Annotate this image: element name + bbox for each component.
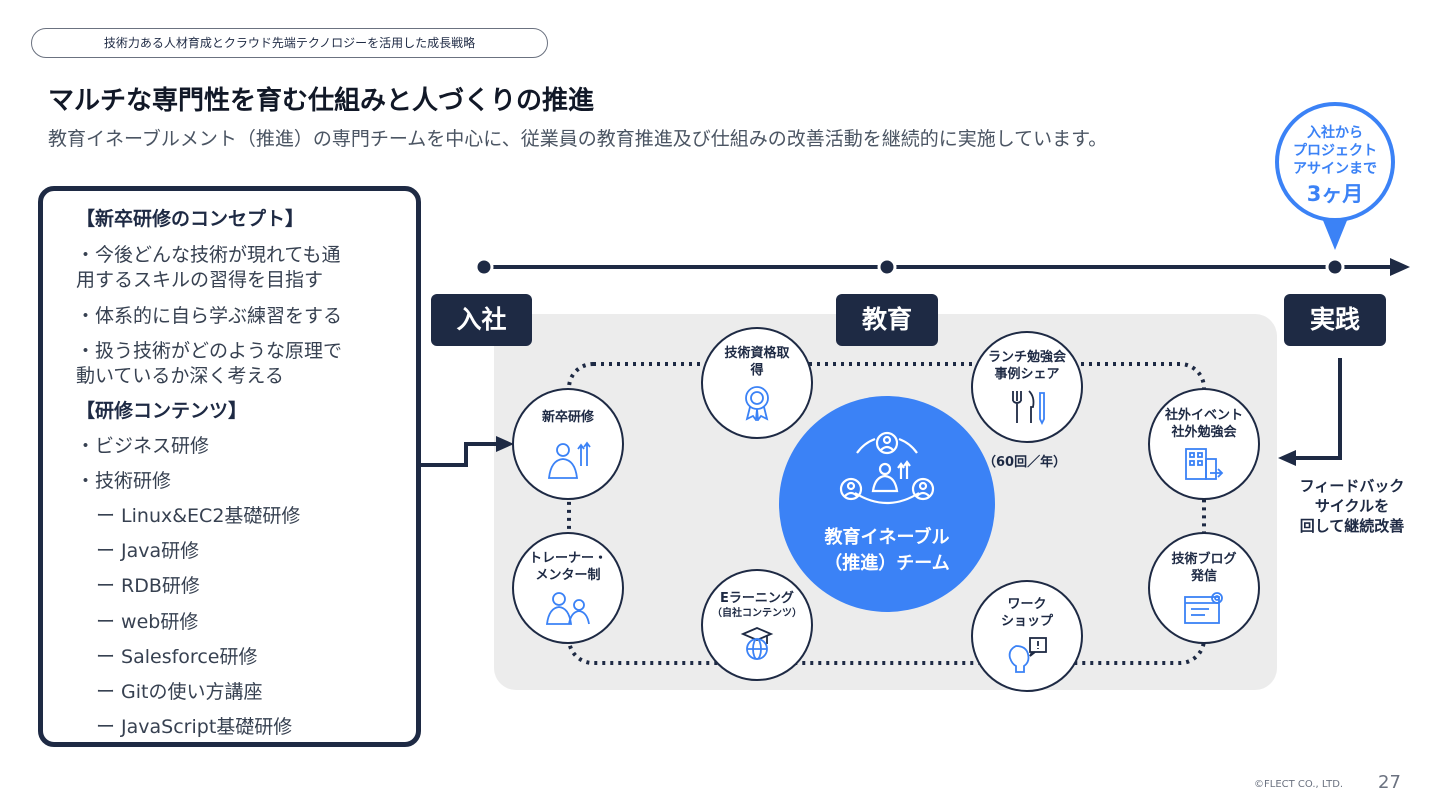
phase-join: 入社 <box>431 294 532 346</box>
timeline-dot-start <box>474 257 494 277</box>
timeline-dot-middle <box>877 257 897 277</box>
concept-item-1-line-2: 用するスキルの習得を目指す <box>76 269 324 291</box>
duration-badge <box>1275 102 1395 250</box>
person-growth-icon <box>547 441 591 479</box>
feedback-arrow-line <box>1292 358 1342 460</box>
concept-item-3-line-1: ・扱う技術がどのような原理で <box>76 340 343 362</box>
badge-line-1: 入社から <box>1307 125 1363 141</box>
node-elearning-line-2: （自社コンテンツ） <box>712 608 802 619</box>
node-lunch-study: ランチ勉強会 事例シェア <box>971 331 1083 443</box>
feedback-caption: フィードバック サイクルを 回して継続改善 <box>1282 476 1422 536</box>
building-icon <box>1185 448 1224 480</box>
graduation-globe-icon <box>740 627 774 660</box>
team-icon <box>839 431 935 504</box>
feedback-arrowhead <box>1278 450 1296 466</box>
timeline-dot-end <box>1325 257 1345 277</box>
tech-item-rdb: ー RDB研修 <box>96 575 200 597</box>
tech-item-javascript: ー JavaScript基礎研修 <box>96 716 293 738</box>
feedback-line-3: 回して継続改善 <box>1299 517 1405 535</box>
page-number: 27 <box>1378 772 1401 793</box>
concept-item-2: ・体系的に自ら学ぶ練習をする <box>76 305 343 327</box>
node-workshop-line-2: ショップ <box>1000 614 1053 629</box>
node-trainer-mentor: トレーナー・ メンター制 <box>512 532 624 644</box>
phase-practice: 実践 <box>1284 294 1386 346</box>
tech-item-java: ー Java研修 <box>96 540 200 562</box>
badge-line-2: プロジェクト <box>1293 143 1377 159</box>
contents-item-business: ・ビジネス研修 <box>76 435 210 457</box>
node-certification: 技術資格取 得 <box>701 327 813 439</box>
enablement-team-circle: 教育イネーブル （推進）チーム <box>779 396 995 612</box>
lunch-frequency: （60回／年） <box>983 455 1067 470</box>
mentor-people-icon <box>545 592 590 625</box>
phase-education: 教育 <box>836 294 938 346</box>
node-tech-blog: 技術ブログ 発信 <box>1148 532 1260 644</box>
node-new-grad-label: 新卒研修 <box>541 409 594 425</box>
training-concept-box: 【新卒研修のコンセプト】 ・今後どんな技術が現れても通 用するスキルの習得を目指… <box>38 186 421 747</box>
certificate-badge-icon <box>745 386 769 421</box>
node-lunch-line-2: 事例シェア <box>994 367 1060 382</box>
node-cert-line-1: 技術資格取 <box>724 346 790 361</box>
node-lunch-line-1: ランチ勉強会 <box>987 350 1066 365</box>
copyright: ©FLECT CO., LTD. <box>1254 779 1344 790</box>
tech-item-git: ー Gitの使い方講座 <box>96 681 263 703</box>
node-trainer-line-1: トレーナー・ <box>528 551 607 566</box>
input-step-arrow <box>421 442 500 467</box>
node-event-line-1: 社外イベント <box>1164 408 1243 423</box>
page-title: マルチな専門性を育む仕組みと人づくりの推進 <box>48 86 595 116</box>
node-blog-line-1: 技術ブログ <box>1171 552 1237 567</box>
contents-item-tech: ・技術研修 <box>76 470 172 492</box>
topic-pill: 技術力ある人材育成とクラウド先端テクノロジーを活用した成長戦略 <box>31 28 548 58</box>
page-subtitle: 教育イネーブルメント（推進）の専門チームを中心に、従業員の教育推進及び仕組みの改… <box>48 128 1108 150</box>
center-line-2: （推進）チーム <box>824 553 950 574</box>
node-workshop: ワーク ショップ <box>971 580 1083 692</box>
center-line-1: 教育イネーブル <box>824 527 950 548</box>
tech-item-salesforce: ー Salesforce研修 <box>96 646 258 668</box>
badge-duration: 3ヶ月 <box>1306 182 1364 206</box>
badge-line-3: アサインまで <box>1293 161 1377 177</box>
concept-item-1-line-1: ・今後どんな技術が現れても通 <box>76 244 341 266</box>
node-cert-line-2: 得 <box>750 363 764 378</box>
node-elearning: Eラーニング （自社コンテンツ） <box>701 569 813 681</box>
contents-heading: 【研修コンテンツ】 <box>76 400 248 422</box>
feedback-line-1: フィードバック <box>1299 477 1405 495</box>
node-trainer-line-2: メンター制 <box>535 568 601 583</box>
node-blog-line-2: 発信 <box>1190 569 1217 584</box>
node-external-event: 社外イベント 社外勉強会 <box>1148 388 1260 500</box>
tech-item-web: ー web研修 <box>96 611 199 633</box>
node-new-grad-training: 新卒研修 <box>512 388 624 500</box>
node-workshop-line-1: ワーク <box>1007 597 1047 612</box>
input-arrowhead <box>496 436 514 452</box>
node-event-line-2: 社外勉強会 <box>1171 425 1237 440</box>
node-elearning-line-1: Eラーニング <box>720 591 794 606</box>
timeline-arrowhead <box>1390 258 1410 276</box>
feedback-line-2: サイクルを <box>1314 497 1390 515</box>
cutlery-icon <box>1012 390 1045 425</box>
concept-heading: 【新卒研修のコンセプト】 <box>76 208 305 230</box>
concept-item-3-line-2: 動いているか深く考える <box>76 365 284 387</box>
lightbulb-icon <box>1008 637 1047 673</box>
browser-gear-icon <box>1184 592 1223 624</box>
tech-item-linux: ー Linux&EC2基礎研修 <box>96 505 301 527</box>
